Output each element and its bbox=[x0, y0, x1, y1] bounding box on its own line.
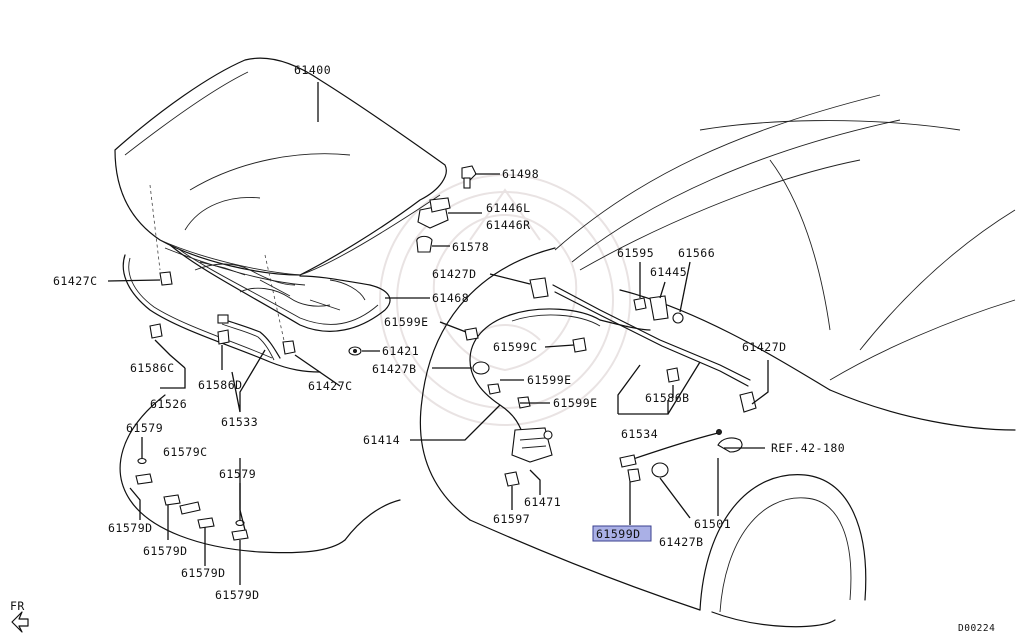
label-61595[interactable]: 61595 bbox=[617, 246, 654, 260]
hood-insulator bbox=[169, 244, 391, 332]
label-61578[interactable]: 61578 bbox=[452, 240, 489, 254]
label-61446L[interactable]: 61446L bbox=[486, 201, 531, 215]
leader-lines bbox=[107, 82, 769, 585]
label-61468[interactable]: 61468 bbox=[432, 291, 469, 305]
label-61599D[interactable]: 61599D bbox=[596, 527, 641, 541]
label-61526[interactable]: 61526 bbox=[150, 397, 187, 411]
label-61498[interactable]: 61498 bbox=[502, 167, 539, 181]
hood-support-rod bbox=[529, 277, 757, 413]
label-61400[interactable]: 61400 bbox=[294, 63, 331, 77]
label-61579D-c[interactable]: 61579D bbox=[181, 566, 226, 580]
hood-weatherstrip bbox=[122, 254, 321, 373]
label-61597[interactable]: 61597 bbox=[493, 512, 530, 526]
label-61599C[interactable]: 61599C bbox=[493, 340, 538, 354]
label-61427D-top[interactable]: 61427D bbox=[432, 267, 477, 281]
label-61599E-top[interactable]: 61599E bbox=[384, 315, 429, 329]
car-body-outline bbox=[419, 94, 1016, 628]
direction-label: FR bbox=[10, 599, 25, 613]
label-61566[interactable]: 61566 bbox=[678, 246, 715, 260]
label-61579D-a[interactable]: 61579D bbox=[108, 521, 153, 535]
highlight-box bbox=[592, 525, 652, 542]
diagram-code: D00224 bbox=[958, 623, 995, 634]
label-61534[interactable]: 61534 bbox=[621, 427, 658, 441]
label-ref-42-180[interactable]: REF.42-180 bbox=[771, 441, 845, 455]
label-61579C[interactable]: 61579C bbox=[163, 445, 208, 459]
label-61579-a[interactable]: 61579 bbox=[126, 421, 163, 435]
label-61427C-right[interactable]: 61427C bbox=[308, 379, 353, 393]
label-61579D-d[interactable]: 61579D bbox=[215, 588, 260, 602]
label-61599E-mid1[interactable]: 61599E bbox=[527, 373, 572, 387]
label-61586B[interactable]: 61586B bbox=[645, 391, 690, 405]
left-body-panel bbox=[119, 394, 401, 554]
front-arrow-icon bbox=[11, 611, 29, 633]
fasteners bbox=[135, 165, 684, 541]
radiator-seal bbox=[217, 314, 281, 361]
part-labels: 61400 61498 61446L 61446R 61578 61427C 6… bbox=[10, 63, 995, 634]
label-61414[interactable]: 61414 bbox=[363, 433, 400, 447]
label-61446R[interactable]: 61446R bbox=[486, 218, 531, 232]
label-61427C-left[interactable]: 61427C bbox=[53, 274, 98, 288]
hood-release-cable bbox=[469, 308, 651, 441]
label-61427B-bottom[interactable]: 61427B bbox=[659, 535, 704, 549]
label-61501[interactable]: 61501 bbox=[694, 517, 731, 531]
label-61586C[interactable]: 61586C bbox=[130, 361, 175, 375]
hood-latch bbox=[511, 427, 553, 463]
label-61533[interactable]: 61533 bbox=[221, 415, 258, 429]
label-61586D[interactable]: 61586D bbox=[198, 378, 243, 392]
label-61445[interactable]: 61445 bbox=[650, 265, 687, 279]
label-61421[interactable]: 61421 bbox=[382, 344, 419, 358]
label-61579D-b[interactable]: 61579D bbox=[143, 544, 188, 558]
label-61579-b[interactable]: 61579 bbox=[219, 467, 256, 481]
label-61427D-right[interactable]: 61427D bbox=[742, 340, 787, 354]
label-61599E-mid2[interactable]: 61599E bbox=[553, 396, 598, 410]
label-61427B-left[interactable]: 61427B bbox=[372, 362, 417, 376]
label-61471[interactable]: 61471 bbox=[524, 495, 561, 509]
